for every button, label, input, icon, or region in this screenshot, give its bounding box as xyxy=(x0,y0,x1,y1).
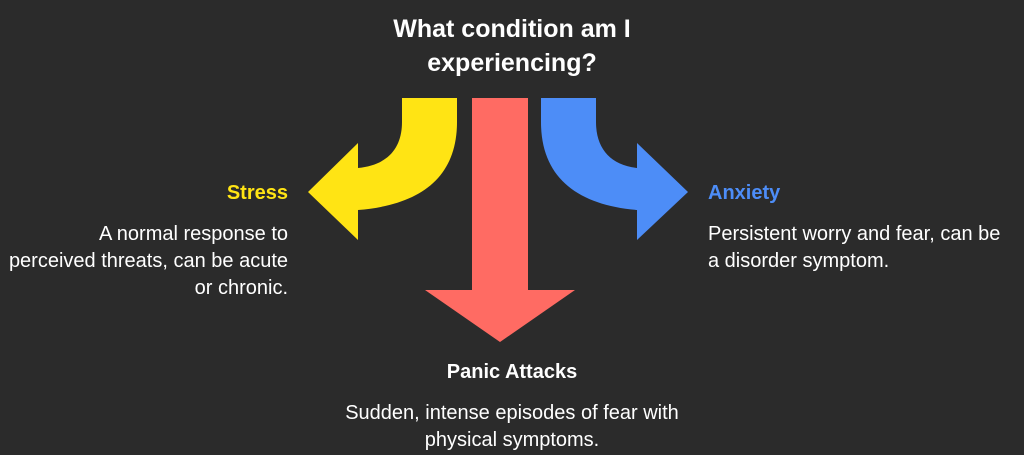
anxiety-arrow xyxy=(541,98,688,240)
diagram-title: What condition am I experiencing? xyxy=(393,15,631,77)
panic-arrow xyxy=(425,98,575,342)
panic-description: Sudden, intense episodes of fear with ph… xyxy=(345,402,679,451)
stress-arrow xyxy=(308,98,457,240)
panic-label: Panic Attacks xyxy=(446,361,578,383)
stress-description: A normal response to perceived threats, … xyxy=(8,223,288,299)
anxiety-label: Anxiety xyxy=(708,182,781,204)
anxiety-description: Persistent worry and fear, can be a diso… xyxy=(708,223,1001,272)
stress-label: Stress xyxy=(226,182,288,204)
